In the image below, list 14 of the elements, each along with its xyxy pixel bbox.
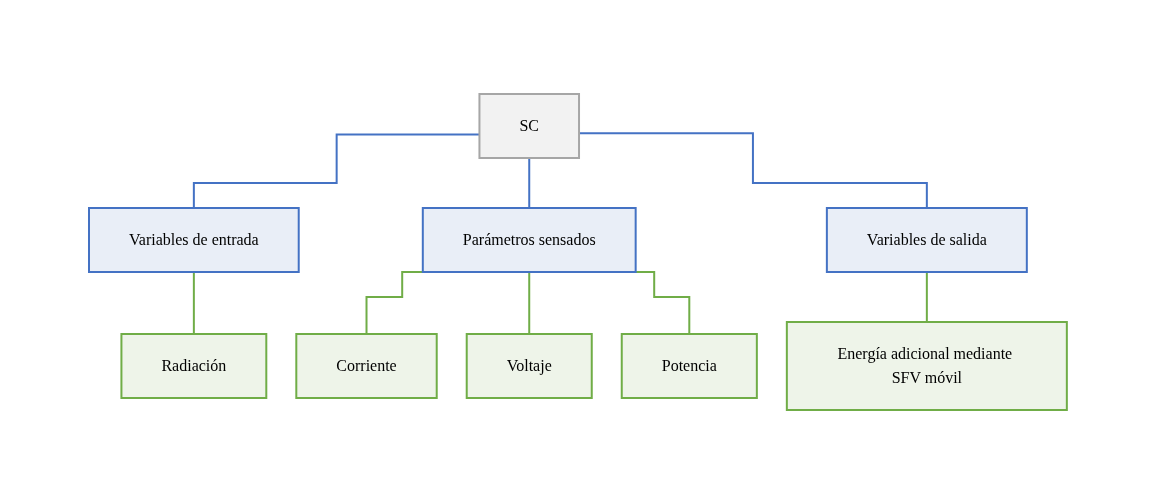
node-box: Parámetros sensados: [421, 207, 637, 273]
connector: [925, 271, 928, 323]
node-box: Voltaje: [465, 333, 593, 399]
node-box: Radiación: [120, 333, 267, 399]
node-box: SC: [478, 93, 580, 159]
node-box: Potencia: [620, 333, 758, 399]
node-box: Energía adicional mediante SFV móvil: [785, 321, 1068, 411]
connector: [527, 271, 530, 335]
connector: [527, 157, 530, 209]
connector: [192, 271, 195, 335]
connector: [192, 133, 480, 209]
node-box: Corriente: [294, 333, 438, 399]
node-box: Variables de salida: [825, 207, 1028, 273]
node-box: Variables de entrada: [87, 207, 300, 273]
